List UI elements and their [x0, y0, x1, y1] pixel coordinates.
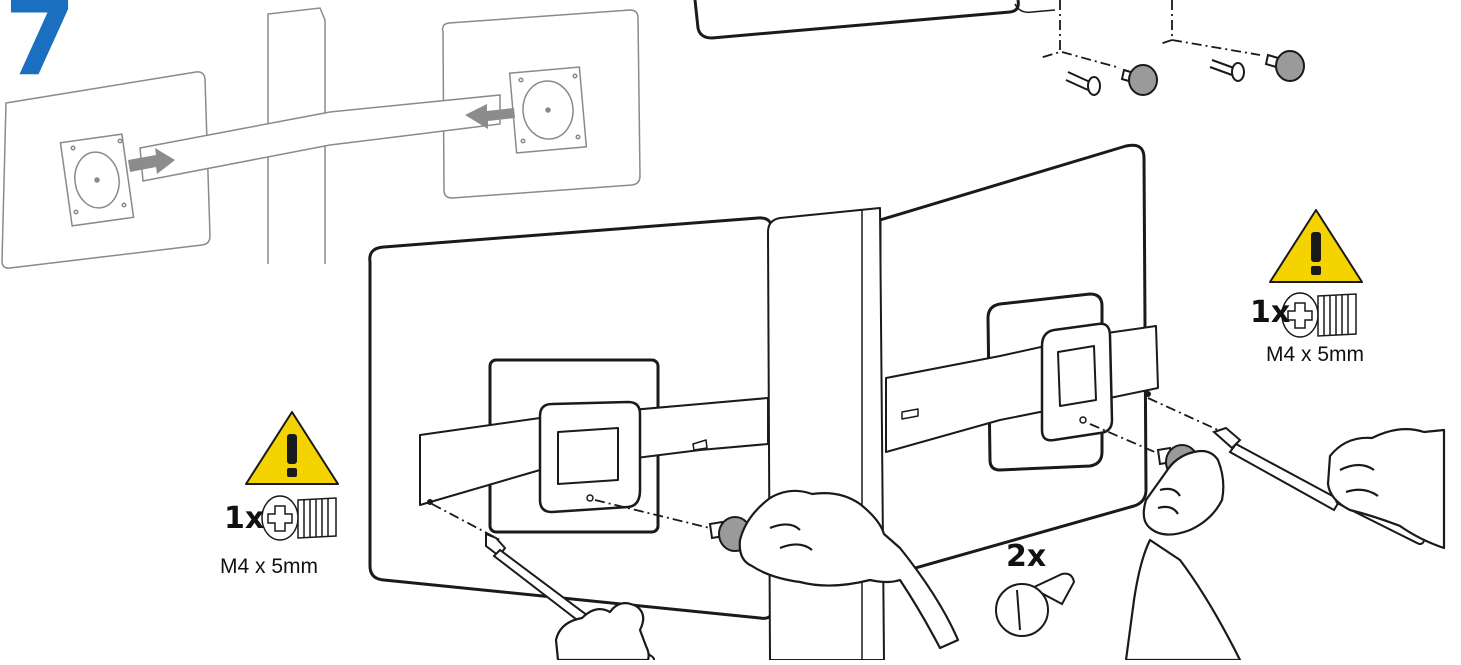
flat-head-screw-icon	[262, 496, 336, 540]
warning-icon	[1270, 210, 1362, 282]
far-right-hand	[1328, 429, 1444, 548]
overview-right-vesa-plate	[510, 67, 587, 153]
screw-quantity-left: 1x	[224, 504, 264, 534]
warning-icon	[246, 412, 338, 484]
thumbscrew-icon	[1266, 51, 1304, 81]
screw-icon	[1066, 72, 1100, 95]
screw-spec-left: M4 x 5mm	[220, 556, 318, 577]
top-detail-panel	[695, 0, 1260, 68]
thumbscrew-icon	[996, 574, 1074, 636]
overview-illustration	[2, 8, 640, 268]
right-hand-arm	[1126, 540, 1240, 660]
screw-icon	[1210, 60, 1244, 81]
step-number: 7	[4, 0, 76, 90]
flat-head-screw-icon	[1282, 293, 1356, 337]
thumbscrew-quantity: 2x	[1006, 542, 1046, 572]
screw-quantity-right: 1x	[1250, 298, 1290, 328]
right-hand-screw	[1144, 451, 1224, 535]
main-assembly	[370, 145, 1158, 660]
top-screw-set	[1066, 51, 1304, 95]
overview-left-vesa-plate	[60, 134, 133, 226]
thumbscrew-icon	[1122, 65, 1157, 95]
screw-spec-right: M4 x 5mm	[1266, 344, 1364, 365]
center-pole	[768, 208, 884, 660]
